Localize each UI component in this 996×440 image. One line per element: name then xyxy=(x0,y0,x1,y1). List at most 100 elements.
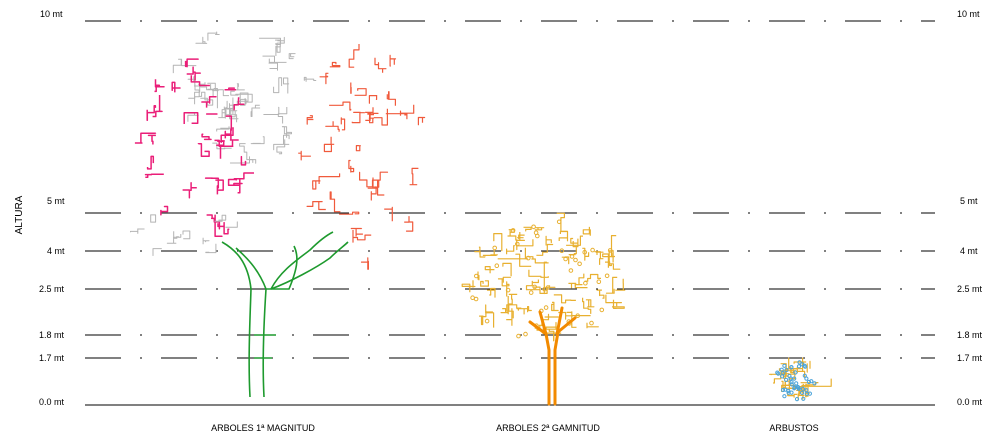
foliage-stroke xyxy=(506,308,513,326)
foliage-stroke xyxy=(329,101,352,111)
shrub-foliage xyxy=(769,357,832,402)
shrub xyxy=(769,357,832,402)
foliage-stroke xyxy=(339,211,360,215)
foliage-stroke xyxy=(385,113,408,120)
foliage-stroke xyxy=(166,234,182,244)
foliage-stroke xyxy=(250,136,265,145)
foliage-dot xyxy=(515,241,520,247)
foliage-stroke xyxy=(480,280,489,287)
foliage-stroke xyxy=(523,226,532,232)
caption-first-magnitude: ARBOLES 1ª MAGNITUD xyxy=(211,423,315,433)
foliage-dot xyxy=(797,360,802,365)
foliage-dot xyxy=(568,268,574,273)
foliage-stroke xyxy=(805,386,809,397)
foliage-stroke xyxy=(197,143,210,158)
foliage-stroke xyxy=(182,182,197,199)
foliage-stroke xyxy=(207,31,220,41)
foliage-stroke xyxy=(233,172,254,180)
foliage-stroke xyxy=(281,126,292,138)
foliage-stroke xyxy=(545,322,558,330)
level-label-right-0: 0.0 mt xyxy=(957,397,983,407)
foliage-stroke xyxy=(154,79,165,93)
foliage-stroke xyxy=(515,232,525,241)
foliage-stroke xyxy=(147,134,156,145)
foliage-dot xyxy=(780,374,785,379)
foliage-stroke xyxy=(240,155,247,166)
foliage-dot xyxy=(589,320,594,326)
foliage-stroke xyxy=(227,178,240,187)
foliage-stroke xyxy=(186,66,201,81)
foliage-stroke xyxy=(215,179,224,195)
foliage-stroke xyxy=(773,374,782,384)
foliage-stroke xyxy=(194,82,206,105)
foliage-dot xyxy=(800,386,806,391)
foliage-dot xyxy=(801,396,806,401)
foliage-dot xyxy=(812,381,817,386)
foliage-dot xyxy=(804,391,809,396)
foliage-stroke xyxy=(173,231,179,239)
first-magnitude-tree xyxy=(130,31,426,398)
foliage-stroke xyxy=(240,93,253,106)
foliage-stroke xyxy=(262,55,287,63)
foliage-stroke xyxy=(218,109,226,119)
foliage-stroke xyxy=(605,294,622,307)
foliage-stroke xyxy=(352,230,372,243)
foliage-stroke xyxy=(214,139,234,148)
foliage-stroke xyxy=(370,186,377,201)
foliage-stroke xyxy=(206,214,221,230)
foliage-stroke xyxy=(214,214,223,238)
foliage-stroke xyxy=(373,108,388,126)
foliage-dot xyxy=(784,377,789,382)
foliage-stroke xyxy=(201,95,217,108)
y-axis-label: ALTURA xyxy=(14,195,25,234)
foliage-dot xyxy=(474,273,479,279)
foliage-stroke xyxy=(303,76,317,82)
foliage-stroke xyxy=(525,279,540,291)
foliage-dot xyxy=(516,333,521,339)
foliage-stroke xyxy=(605,276,618,294)
foliage-stroke xyxy=(224,97,234,109)
foliage-dot xyxy=(523,331,528,337)
foliage-stroke xyxy=(516,307,525,315)
foliage-dot xyxy=(789,365,794,370)
foliage-dot xyxy=(792,385,797,390)
foliage-dot xyxy=(794,381,799,386)
level-label-right-1-8: 1.8 mt xyxy=(957,330,983,340)
foliage-dot xyxy=(583,280,588,286)
level-label-left-1-7: 1.7 mt xyxy=(39,353,65,363)
foliage-stroke xyxy=(484,266,495,274)
foliage-stroke xyxy=(201,133,212,141)
foliage-stroke xyxy=(306,115,314,125)
foliage-stroke xyxy=(230,90,251,96)
level-label-left-4: 4 mt xyxy=(47,246,65,256)
foliage-stroke xyxy=(548,329,555,342)
foliage-dot xyxy=(505,287,511,293)
level-label-right-10: 10 mt xyxy=(957,9,980,19)
foliage-dot xyxy=(783,387,788,392)
foliage-stroke xyxy=(188,84,200,99)
foliage-stroke xyxy=(325,121,340,132)
foliage-stroke xyxy=(216,126,234,132)
foliage-stroke xyxy=(585,299,595,308)
foliage-stroke xyxy=(187,112,199,122)
foliage-dot xyxy=(809,379,814,384)
foliage-stroke xyxy=(526,256,549,264)
foliage-stroke xyxy=(365,113,372,121)
foliage-stroke xyxy=(553,294,576,304)
foliage-stroke xyxy=(582,297,592,314)
foliage-stroke xyxy=(152,248,162,256)
foliage-stroke xyxy=(486,287,496,298)
foliage-stroke xyxy=(524,306,532,313)
level-label-left-0: 0.0 mt xyxy=(39,397,65,407)
foliage-stroke xyxy=(482,250,498,256)
foliage-stroke xyxy=(150,214,157,223)
foliage-dot xyxy=(789,380,794,385)
level-label-right-1-7: 1.7 mt xyxy=(957,353,983,363)
foliage-stroke xyxy=(615,278,626,291)
foliage-dot xyxy=(794,397,800,402)
foliage-stroke xyxy=(556,212,567,233)
foliage-stroke xyxy=(797,357,806,378)
foliage-stroke xyxy=(787,393,798,398)
foliage-dot xyxy=(510,228,516,233)
